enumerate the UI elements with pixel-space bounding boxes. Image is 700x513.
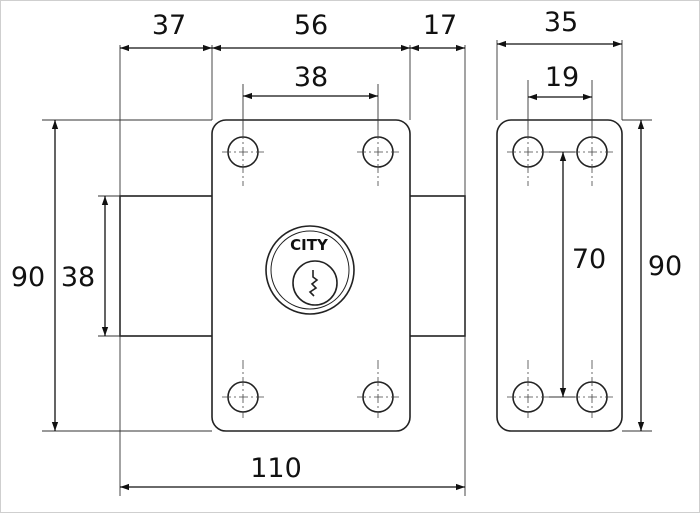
front-view: CITY 37 56 17 38 90 38 110: [11, 10, 466, 496]
dimension-label-38-body: 38: [61, 262, 95, 293]
dimension-label-56: 56: [294, 10, 328, 41]
key-cylinder: CITY: [265, 225, 355, 315]
dimension-label-19: 19: [545, 62, 579, 93]
side-hole-bottom-left: [507, 360, 549, 418]
dimension-label-90-height: 90: [11, 262, 45, 293]
dimension-label-110: 110: [250, 453, 302, 484]
side-hole-top-right: [571, 130, 613, 186]
mounting-plate: [211, 119, 411, 432]
side-view: 35 19 70 90: [496, 7, 682, 432]
dimension-label-35: 35: [544, 7, 578, 38]
brand-logo: CITY: [290, 236, 329, 254]
mounting-hole-top-right: [357, 130, 399, 186]
dimension-label-38-holes: 38: [294, 62, 328, 93]
dimension-label-90-side: 90: [648, 251, 682, 282]
side-hole-top-left: [507, 130, 549, 186]
side-hole-bottom-right: [571, 360, 613, 418]
side-plate: [496, 119, 623, 432]
dimension-label-70: 70: [572, 244, 606, 275]
mounting-hole-bottom-right: [357, 360, 399, 418]
mounting-hole-bottom-left: [222, 360, 264, 418]
dimension-label-37: 37: [152, 10, 186, 41]
dimension-label-17: 17: [423, 10, 457, 41]
keyway-icon: [308, 270, 319, 297]
mounting-hole-top-left: [222, 130, 264, 186]
